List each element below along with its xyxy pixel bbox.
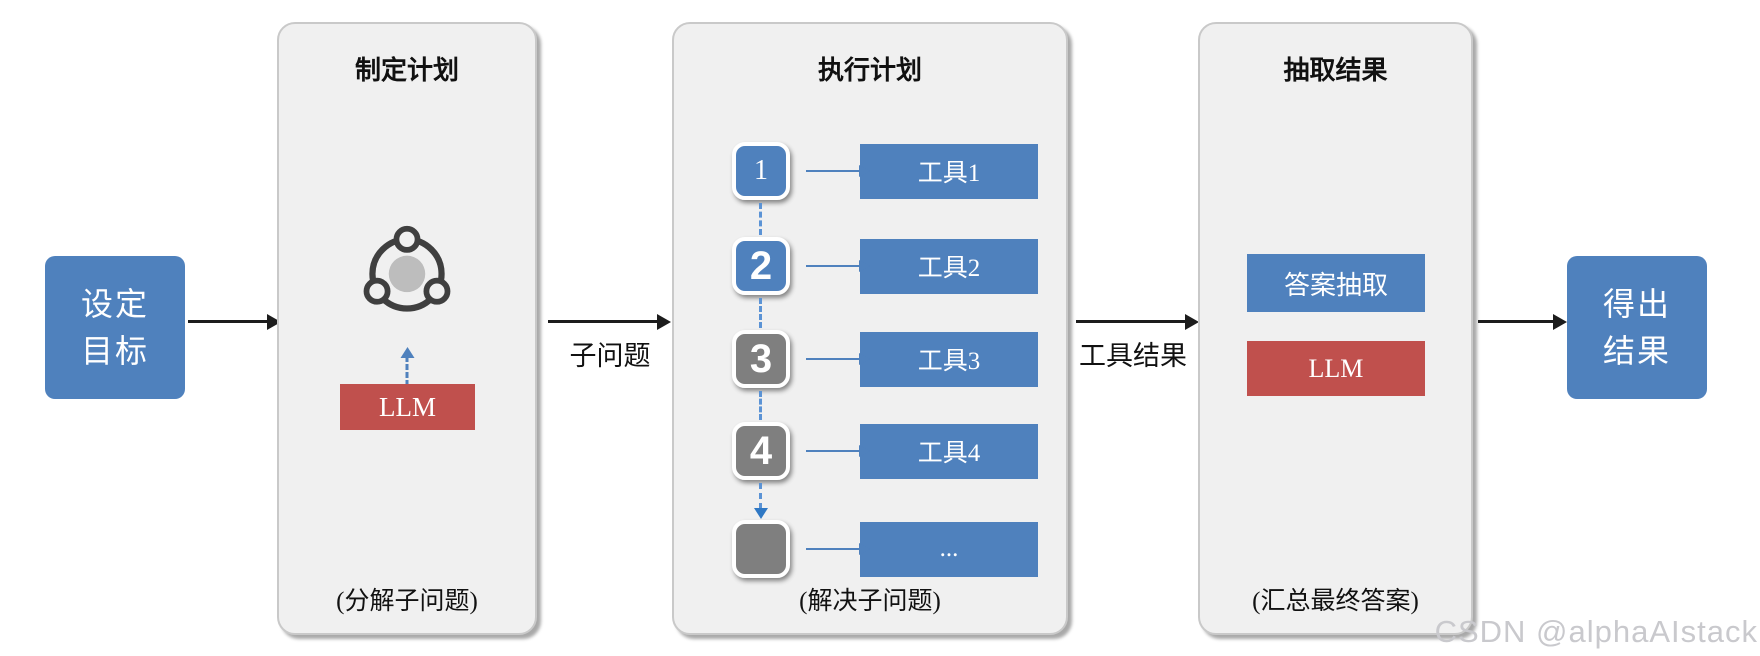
end-node-line1: 得出 [1602, 286, 1671, 323]
panel-execute-plan-title: 执行计划 [817, 56, 922, 85]
end-node-line2: 结果 [1602, 332, 1671, 369]
tool-box: ... [860, 521, 1038, 577]
tool-result-label: 工具结果 [1079, 341, 1187, 371]
step-number: 1 [754, 155, 768, 186]
process-icon [363, 225, 451, 312]
llm-to-planner-dashed-arrow [400, 347, 414, 386]
start-node-line1: 设定 [80, 286, 149, 323]
step-to-tool-arrow [806, 445, 870, 457]
dashed-connector [759, 391, 762, 420]
tool-box: 工具4 [860, 423, 1038, 479]
panel-execute-plan-footer: (解决子问题) [799, 588, 941, 615]
step-row: ... [674, 520, 1066, 578]
step-row: 1 工具1 [674, 142, 1066, 200]
step-number: 2 [749, 243, 773, 288]
panel-extract-result-footer: (汇总最终答案) [1252, 588, 1419, 615]
dashed-connector [759, 298, 762, 328]
tool-box: 工具3 [860, 331, 1038, 387]
panel-execute-plan: 执行计划 1 工具1 2 工具2 3 工具3 4 工具4 ... [672, 22, 1068, 635]
flow-arrow-1 [188, 313, 281, 330]
step-to-tool-arrow [806, 165, 870, 177]
flow-arrow-3 [1076, 313, 1199, 330]
start-node: 设定 目标 [45, 256, 185, 399]
step-square: 3 [732, 330, 790, 388]
step-row: 4 工具4 [674, 422, 1066, 480]
step-number: 3 [749, 336, 773, 381]
flow-arrow-4 [1478, 313, 1567, 330]
panel-extract-result: 抽取结果 答案抽取 LLM (汇总最终答案) [1198, 22, 1473, 635]
watermark: CSDN @alphaAIstack [1434, 614, 1758, 649]
step-to-tool-arrow [806, 353, 870, 365]
tool-box: 工具1 [860, 143, 1038, 199]
step-square: 1 [732, 142, 790, 200]
panel-extract-result-title: 抽取结果 [1283, 56, 1388, 85]
dashed-connector-arrow [753, 483, 768, 519]
step-row: 3 工具3 [674, 330, 1066, 388]
panel-make-plan-footer: (分解子问题) [336, 588, 478, 615]
dashed-connector [759, 203, 762, 235]
step-square: 2 [732, 237, 790, 295]
step-to-tool-arrow [806, 543, 870, 555]
panel-make-plan: 制定计划 LLM (分解子问题) [277, 22, 537, 635]
answer-extract-box: 答案抽取 [1247, 254, 1425, 312]
panel-make-plan-title: 制定计划 [354, 56, 459, 85]
subproblem-label: 子问题 [569, 341, 651, 371]
start-node-line2: 目标 [80, 332, 149, 369]
step-to-tool-arrow [806, 260, 870, 272]
tool-box: 工具2 [860, 238, 1038, 294]
step-square [732, 520, 790, 578]
extractor-llm-box: LLM [1247, 341, 1425, 396]
planner-llm-box: LLM [340, 384, 475, 430]
step-row: 2 工具2 [674, 237, 1066, 295]
end-node: 得出 结果 [1567, 256, 1707, 399]
step-square: 4 [732, 422, 790, 480]
step-number: 4 [749, 428, 773, 473]
flow-arrow-2 [548, 313, 671, 330]
